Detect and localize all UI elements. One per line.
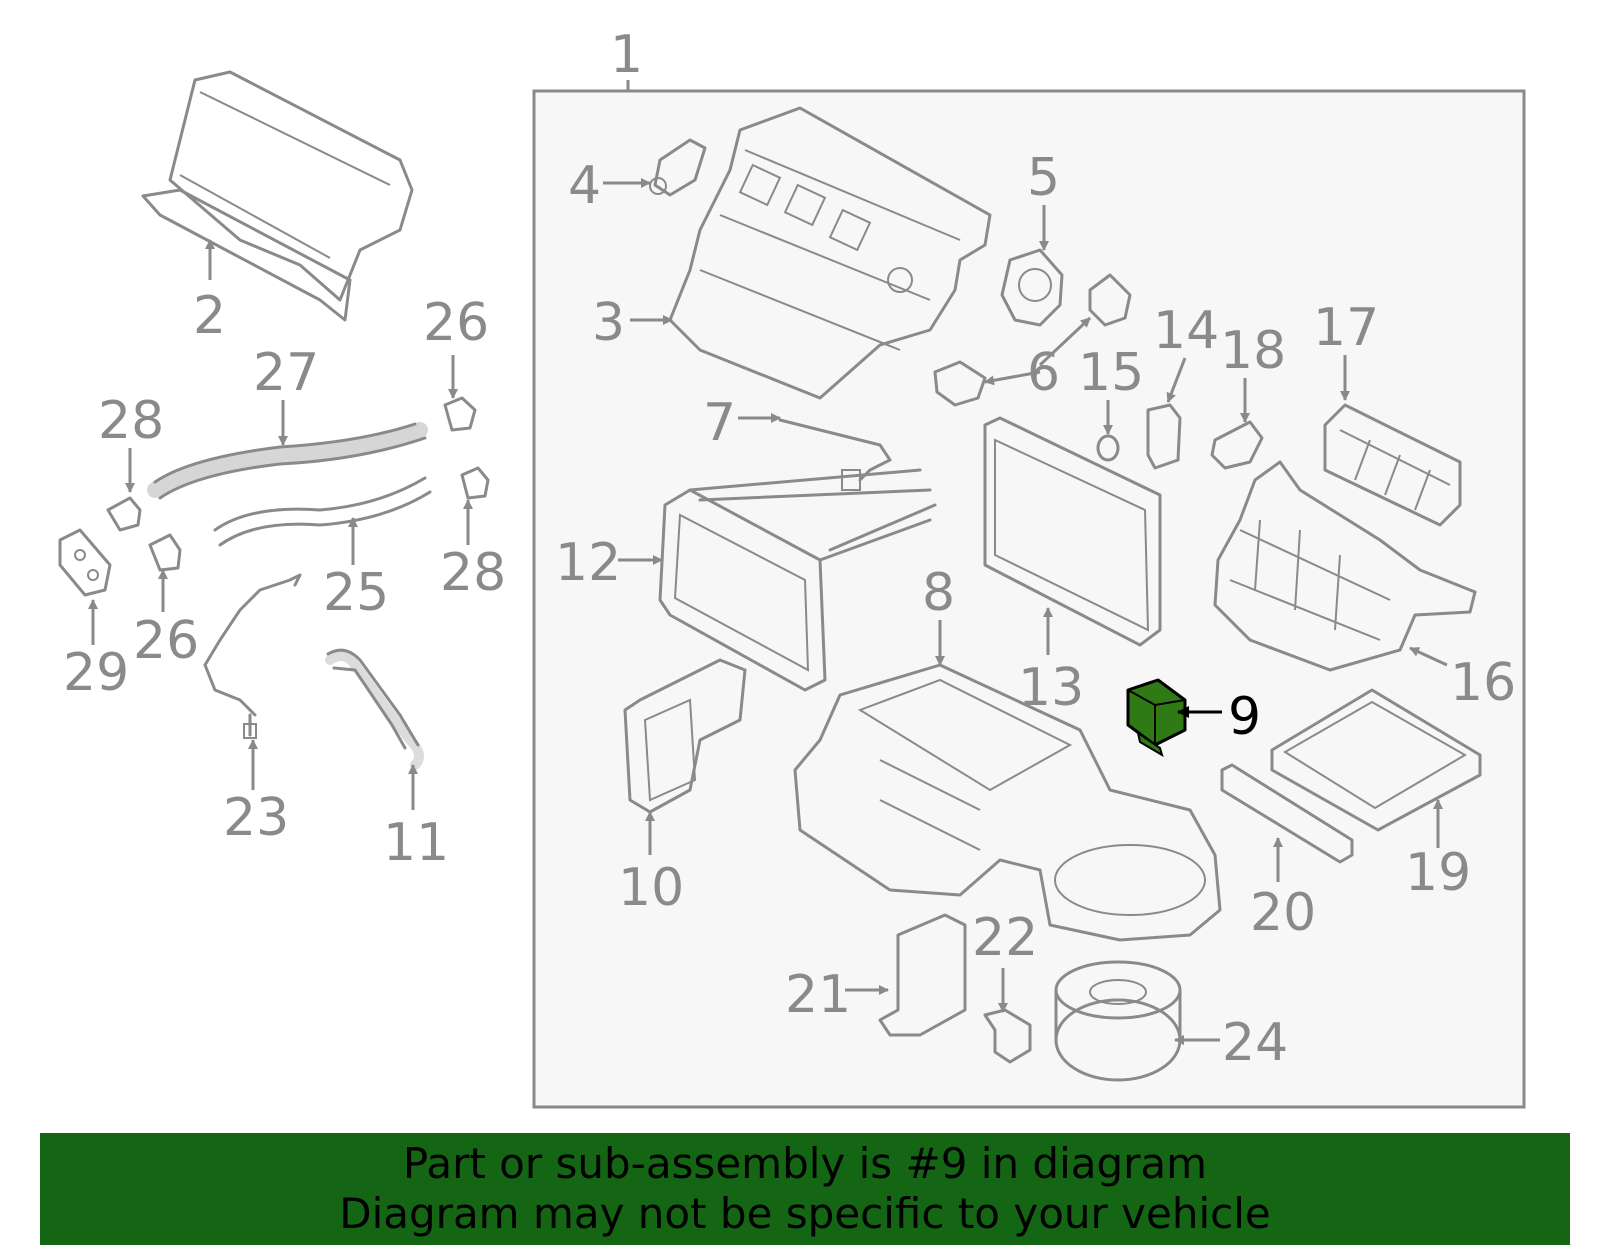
part-17-cover[interactable]: [1323, 403, 1462, 527]
callout-7: 7: [703, 393, 736, 453]
callout-11: 11: [383, 813, 449, 873]
callout-26-right: 26: [423, 293, 489, 353]
callout-15: 15: [1078, 343, 1144, 403]
callout-13: 13: [1018, 658, 1084, 718]
callout-12: 12: [555, 533, 621, 593]
callout-4: 4: [568, 156, 601, 216]
callout-18: 18: [1220, 321, 1286, 381]
callout-1: 1: [610, 25, 643, 85]
callout-28-right: 28: [440, 543, 506, 603]
callout-28-left: 28: [98, 391, 164, 451]
part-9-blower-resistor[interactable]: [1126, 678, 1187, 758]
part-25-hose[interactable]: [213, 476, 432, 547]
banner-line-1: Part or sub-assembly is #9 in diagram: [402, 1139, 1208, 1188]
parts-diagram: 1 2 3 4 5 6 7 8 9 10 11 12 13 14 15 16 1…: [58, 25, 1526, 1109]
callout-29: 29: [63, 643, 129, 703]
callout-8: 8: [922, 563, 955, 623]
callout-22: 22: [972, 908, 1038, 968]
part-8-lower-case[interactable]: [793, 663, 1222, 942]
part-28-clip-right[interactable]: [460, 466, 490, 500]
callout-20: 20: [1250, 883, 1316, 943]
part-23-wire-harness[interactable]: [203, 573, 302, 737]
callout-25: 25: [323, 563, 389, 623]
part-18-sensor[interactable]: [1210, 420, 1264, 470]
part-22-bracket[interactable]: [983, 1008, 1032, 1064]
callout-16: 16: [1450, 653, 1516, 713]
part-11-drain-tube[interactable]: [325, 651, 424, 770]
part-2-duct[interactable]: [141, 70, 414, 322]
part-27-hose[interactable]: [147, 422, 428, 498]
callout-21: 21: [785, 965, 851, 1025]
banner-line-2: Diagram may not be specific to your vehi…: [339, 1189, 1271, 1238]
callout-23: 23: [223, 788, 289, 848]
callout-6: 6: [1027, 343, 1060, 403]
callout-5: 5: [1027, 148, 1060, 208]
part-26-clip-lower[interactable]: [148, 533, 182, 572]
info-banner: Part or sub-assembly is #9 in diagram Di…: [40, 1133, 1570, 1245]
part-21-control-module[interactable]: [878, 913, 967, 1037]
callout-19: 19: [1405, 843, 1471, 903]
callout-24: 24: [1222, 1013, 1288, 1073]
part-16-case[interactable]: [1213, 460, 1477, 672]
callout-10: 10: [618, 858, 684, 918]
part-3-hvac-upper-case[interactable]: [668, 106, 992, 400]
callout-17: 17: [1313, 298, 1379, 358]
part-10-bracket[interactable]: [623, 658, 747, 814]
part-26-clip-right[interactable]: [443, 396, 477, 432]
callout-26-left: 26: [133, 611, 199, 671]
part-12-heater-core[interactable]: [658, 468, 937, 692]
part-28-clip-upper[interactable]: [106, 496, 142, 532]
part-6-actuator[interactable]: [933, 273, 1132, 407]
callout-2: 2: [193, 286, 226, 346]
part-15-o-ring[interactable]: [1096, 434, 1120, 462]
callout-14: 14: [1153, 301, 1219, 361]
assembly-box: [532, 89, 1526, 1109]
part-29-grommet[interactable]: [58, 528, 112, 597]
part-20-filter-door[interactable]: [1220, 763, 1354, 864]
callout-9: 9: [1228, 687, 1261, 747]
part-13-evaporator[interactable]: [983, 416, 1162, 647]
callout-27: 27: [253, 343, 319, 403]
part-19-cabin-filter[interactable]: [1270, 688, 1482, 832]
callout-3: 3: [592, 293, 625, 353]
part-5-actuator[interactable]: [1000, 248, 1064, 327]
part-14-expansion-valve[interactable]: [1146, 403, 1182, 470]
